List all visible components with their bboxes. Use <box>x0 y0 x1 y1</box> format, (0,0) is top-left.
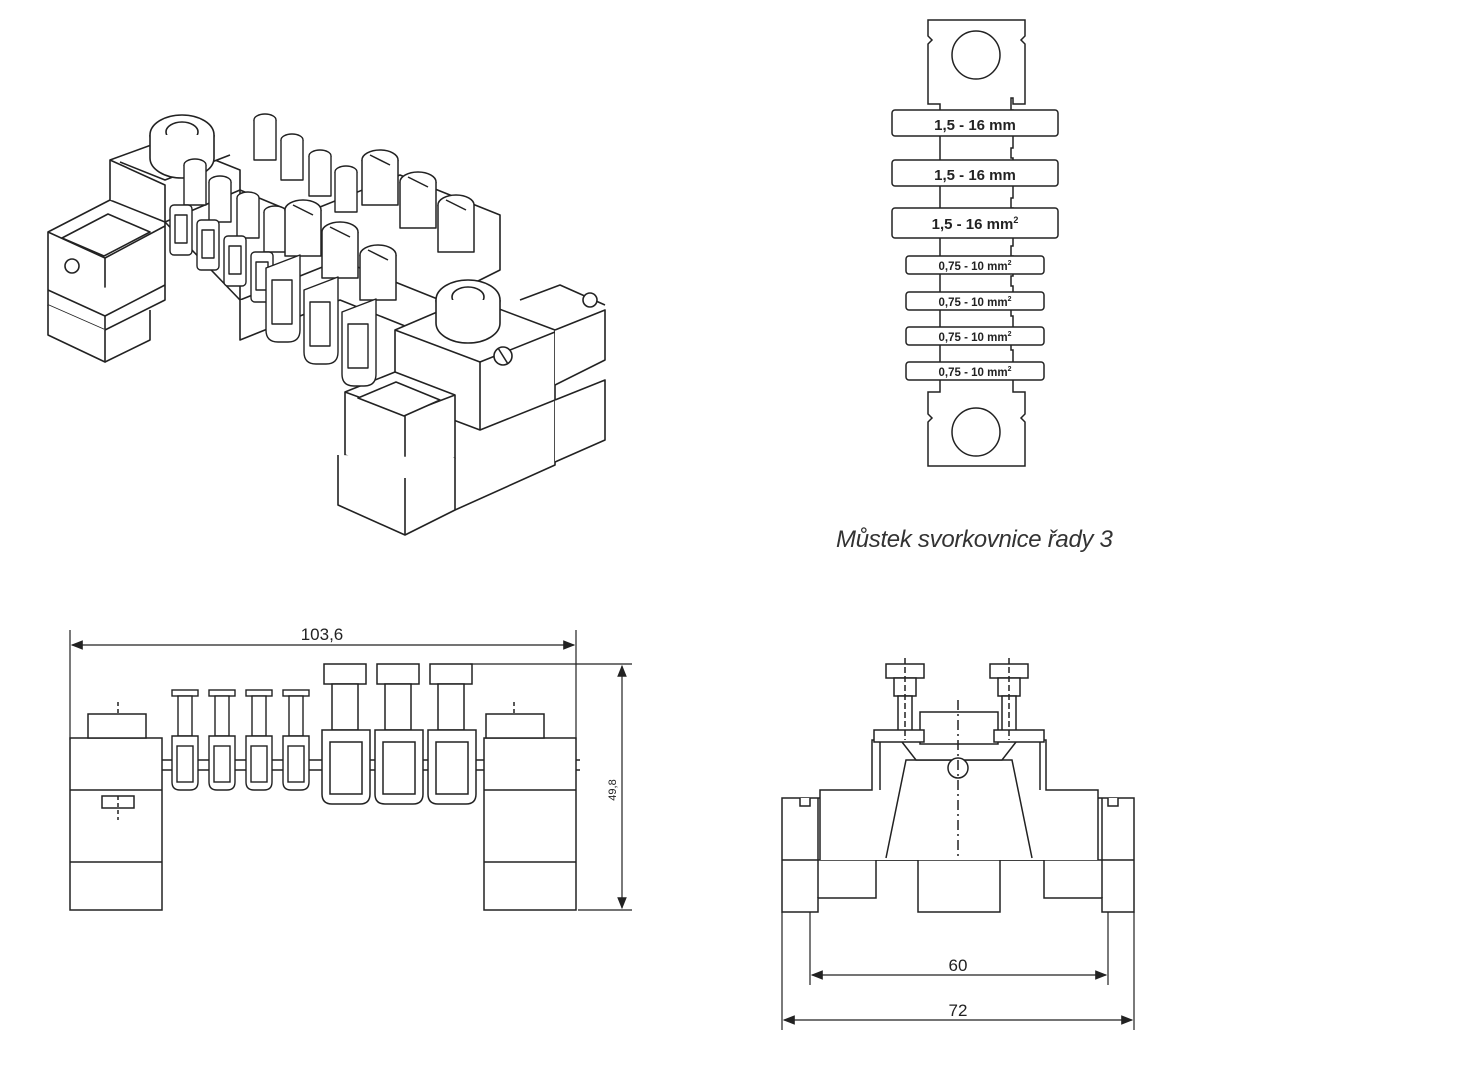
bridge-plate-diagram <box>891 19 1059 467</box>
label-tab-small-1 <box>905 255 1045 275</box>
front-height-dimension <box>470 663 632 911</box>
side-inner-width-label: 60 <box>949 956 968 975</box>
side-view-drawing <box>781 658 1135 913</box>
side-inner-width-dimension <box>809 912 1109 985</box>
isometric-view <box>47 113 606 536</box>
label-tab-large-3 <box>891 207 1059 239</box>
bridge-plate-outline <box>927 19 1026 467</box>
bridge-label-small-4: 0,75 - 10 mm2 <box>939 366 1012 379</box>
front-view-drawing <box>69 663 580 911</box>
label-tab-large-1 <box>891 109 1059 137</box>
bridge-label-large-2: 1,5 - 16 mm <box>934 167 1016 184</box>
bridge-label-small-2: 0,75 - 10 mm2 <box>939 296 1012 309</box>
bridge-label-large-1: 1,5 - 16 mm <box>934 117 1016 134</box>
front-width-dimension <box>69 630 577 740</box>
label-tab-large-2 <box>891 159 1059 187</box>
front-height-label: 49,8 <box>607 779 619 800</box>
drawing-caption: Můstek svorkovnice řady 3 <box>836 526 1113 553</box>
label-tab-small-3 <box>905 326 1045 346</box>
bridge-label-small-1: 0,75 - 10 mm2 <box>939 260 1012 273</box>
side-outer-width-label: 72 <box>949 1001 968 1020</box>
label-tab-small-4 <box>905 361 1045 381</box>
label-tab-small-2 <box>905 291 1045 311</box>
bridge-label-large-3: 1,5 - 16 mm2 <box>932 215 1019 233</box>
front-width-label: 103,6 <box>301 625 344 644</box>
side-outer-width-dimension <box>781 912 1135 1030</box>
mounting-hole-top <box>951 30 1001 80</box>
mounting-hole-bottom <box>951 407 1001 457</box>
bridge-label-small-3: 0,75 - 10 mm2 <box>939 331 1012 344</box>
